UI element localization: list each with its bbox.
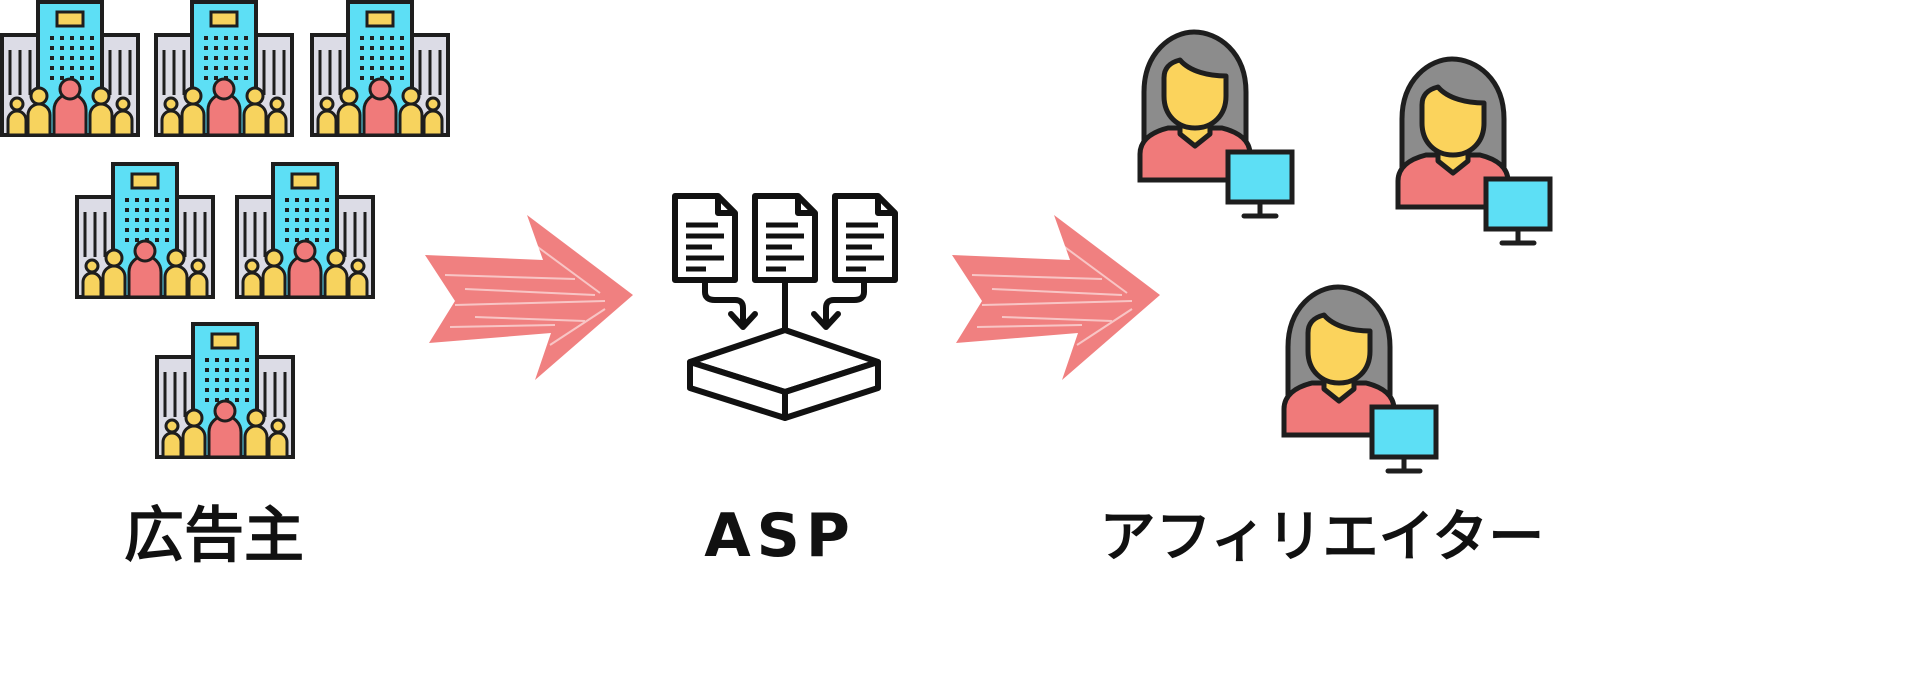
office-building-icon	[310, 0, 450, 137]
office-building-icon	[235, 162, 375, 299]
office-building-icon	[154, 0, 294, 137]
asp-documents-box-icon	[675, 196, 895, 421]
advertiser-group	[0, 0, 450, 459]
flow-arrow-icon	[424, 214, 634, 381]
document-icon	[835, 196, 895, 280]
advertiser-label: 広告主	[124, 501, 304, 571]
affiliate-label: アフィリエイター	[1100, 505, 1545, 570]
office-building-icon	[75, 162, 215, 299]
affiliate-group	[1140, 32, 1550, 471]
office-building-icon	[0, 0, 140, 137]
document-icon	[675, 196, 735, 280]
woman-with-computer-icon	[1398, 59, 1550, 243]
office-building-icon	[155, 322, 295, 459]
document-icon	[755, 196, 815, 280]
woman-with-computer-icon	[1140, 32, 1292, 216]
flow-arrow-icon	[951, 214, 1161, 381]
asp-label: ASP	[704, 501, 856, 571]
woman-with-computer-icon	[1284, 287, 1436, 471]
